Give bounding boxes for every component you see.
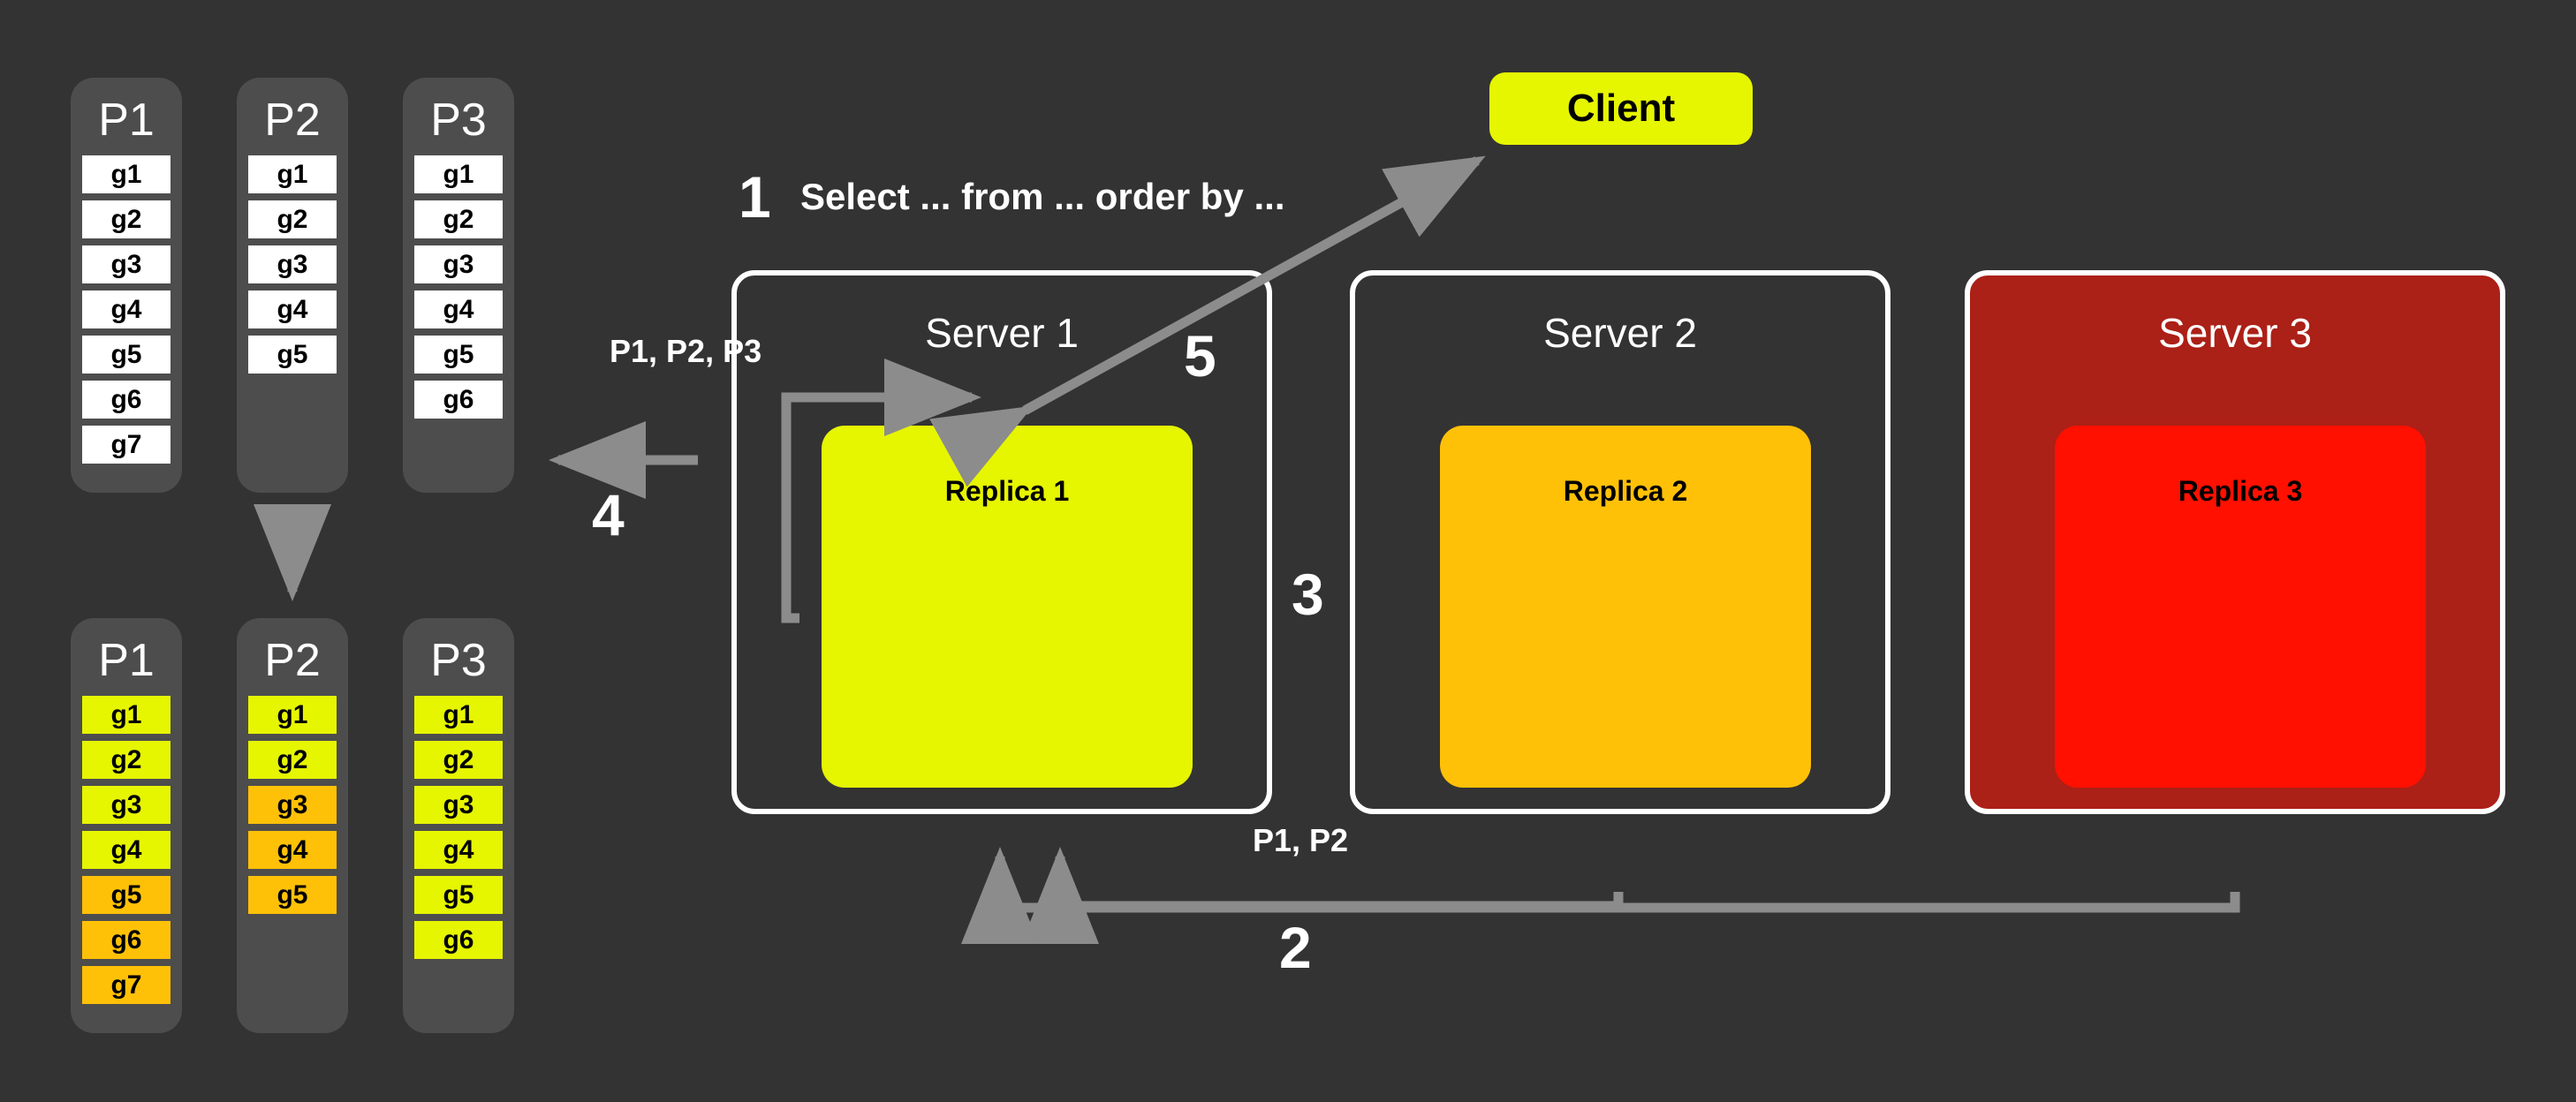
label-partitions-returned: P1, P2, P3 bbox=[610, 333, 762, 369]
step-number-1: 1 bbox=[739, 164, 771, 230]
chunk: g4 bbox=[414, 291, 503, 328]
arrow-fetch-from-server3 bbox=[961, 847, 2240, 944]
partition-column-p2-after: P2 g1 g2 g3 g4 g5 bbox=[237, 618, 348, 1033]
chunk: g7 bbox=[82, 966, 170, 1004]
partition-column-p2-before: P2 g1 g2 g3 g4 g5 bbox=[237, 78, 348, 493]
chunk: g1 bbox=[248, 696, 337, 734]
chunk-list: g1 g2 g3 g4 g5 bbox=[237, 696, 348, 921]
replica-label: Replica 3 bbox=[2178, 475, 2303, 507]
chunk: g5 bbox=[248, 336, 337, 374]
chunk: g1 bbox=[82, 696, 170, 734]
chunk: g2 bbox=[414, 741, 503, 779]
query-text: Select ... from ... order by ... bbox=[800, 176, 1285, 217]
partition-title: P1 bbox=[98, 635, 155, 686]
chunk: g2 bbox=[248, 200, 337, 238]
step-number-2: 2 bbox=[1279, 915, 1312, 980]
chunk: g5 bbox=[248, 876, 337, 914]
chunk: g4 bbox=[82, 831, 170, 869]
replica-label: Replica 2 bbox=[1563, 475, 1688, 507]
chunk: g3 bbox=[82, 245, 170, 283]
chunk-list: g1 g2 g3 g4 g5 g6 bbox=[403, 155, 514, 426]
chunk: g5 bbox=[82, 876, 170, 914]
client-label: Client bbox=[1566, 87, 1676, 130]
step-number-3: 3 bbox=[1292, 562, 1324, 627]
partition-column-p1-before: P1 g1 g2 g3 g4 g5 g6 g7 bbox=[71, 78, 182, 493]
chunk-list: g1 g2 g3 g4 g5 g6 bbox=[403, 696, 514, 966]
step-number-4: 4 bbox=[592, 482, 625, 547]
arrow-fetch-from-server2 bbox=[1021, 847, 1624, 944]
chunk: g3 bbox=[414, 245, 503, 283]
chunk: g3 bbox=[414, 786, 503, 824]
chunk: g4 bbox=[414, 831, 503, 869]
server-title: Server 3 bbox=[2158, 310, 2312, 356]
chunk: g4 bbox=[248, 291, 337, 328]
chunk: g6 bbox=[414, 921, 503, 959]
partition-column-p1-after: P1 g1 g2 g3 g4 g5 g6 g7 bbox=[71, 618, 182, 1033]
chunk: g3 bbox=[82, 786, 170, 824]
replica-box-3[interactable]: Replica 3 bbox=[2055, 426, 2426, 788]
chunk: g5 bbox=[414, 876, 503, 914]
chunk-list: g1 g2 g3 g4 g5 g6 g7 bbox=[71, 696, 182, 1011]
replica-label: Replica 1 bbox=[944, 475, 1070, 507]
partition-title: P3 bbox=[430, 94, 487, 146]
chunk: g6 bbox=[82, 921, 170, 959]
chunk: g2 bbox=[248, 741, 337, 779]
label-partitions-fetched: P1, P2 bbox=[1253, 822, 1349, 858]
server-title: Server 2 bbox=[1543, 310, 1697, 356]
partition-column-p3-before: P3 g1 g2 g3 g4 g5 g6 bbox=[403, 78, 514, 493]
chunk-list: g1 g2 g3 g4 g5 g6 g7 bbox=[71, 155, 182, 471]
server-box-3[interactable]: Server 3 Replica 3 bbox=[1965, 270, 2505, 814]
step-number-5: 5 bbox=[1184, 323, 1216, 389]
partition-title: P1 bbox=[98, 94, 155, 146]
chunk: g4 bbox=[82, 291, 170, 328]
replica-box-2[interactable]: Replica 2 bbox=[1440, 426, 1811, 788]
chunk: g3 bbox=[248, 786, 337, 824]
chunk: g2 bbox=[82, 200, 170, 238]
chunk: g2 bbox=[82, 741, 170, 779]
chunk: g6 bbox=[414, 381, 503, 419]
chunk: g3 bbox=[248, 245, 337, 283]
client-box[interactable]: Client bbox=[1489, 72, 1753, 145]
chunk: g1 bbox=[414, 155, 503, 193]
partition-title: P2 bbox=[264, 635, 321, 686]
chunk: g5 bbox=[414, 336, 503, 374]
partition-column-p3-after: P3 g1 g2 g3 g4 g5 g6 bbox=[403, 618, 514, 1033]
server-box-2[interactable]: Server 2 Replica 2 bbox=[1350, 270, 1890, 814]
chunk: g2 bbox=[414, 200, 503, 238]
chunk: g7 bbox=[82, 426, 170, 464]
chunk: g1 bbox=[248, 155, 337, 193]
partition-title: P2 bbox=[264, 94, 321, 146]
chunk: g1 bbox=[82, 155, 170, 193]
replica-box-1[interactable]: Replica 1 bbox=[822, 426, 1193, 788]
chunk: g1 bbox=[414, 696, 503, 734]
chunk-list: g1 g2 g3 g4 g5 bbox=[237, 155, 348, 381]
chunk: g6 bbox=[82, 381, 170, 419]
chunk: g4 bbox=[248, 831, 337, 869]
chunk: g5 bbox=[82, 336, 170, 374]
partition-title: P3 bbox=[430, 635, 487, 686]
